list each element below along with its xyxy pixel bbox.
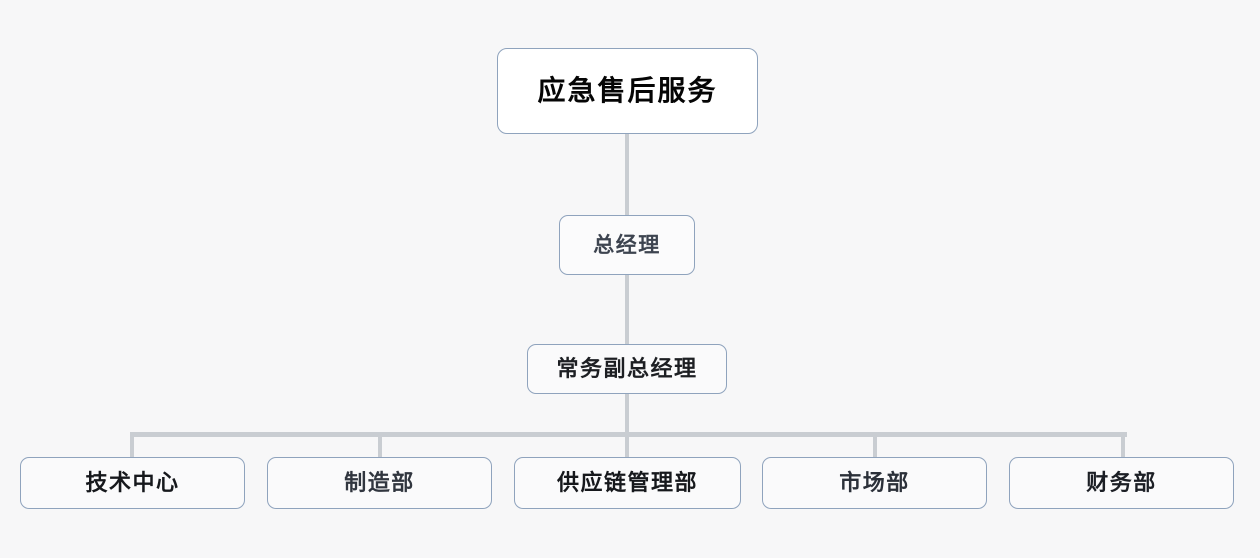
node-root-label: 应急售后服务 [537, 75, 718, 106]
connector-gm-to-dgm [625, 275, 629, 344]
node-department-technology-center-label: 技术中心 [85, 470, 180, 495]
connector-root-to-gm [625, 134, 629, 215]
node-root-emergency-after-sales-service[interactable]: 应急售后服务 [497, 48, 758, 134]
node-executive-deputy-general-manager-label: 常务副总经理 [556, 356, 698, 381]
node-executive-deputy-general-manager[interactable]: 常务副总经理 [527, 344, 727, 394]
node-department-manufacturing[interactable]: 制造部 [267, 457, 492, 509]
connector-sibling-bar [130, 432, 1127, 437]
node-department-supply-chain-management[interactable]: 供应链管理部 [514, 457, 741, 509]
node-department-marketing[interactable]: 市场部 [762, 457, 987, 509]
connector-dgm-trunk [625, 394, 629, 457]
connector-drop-dept-manufacturing [378, 432, 382, 457]
connector-drop-dept-marketing [873, 432, 877, 457]
node-department-marketing-label: 市场部 [839, 470, 910, 495]
node-general-manager[interactable]: 总经理 [559, 215, 695, 275]
node-department-finance[interactable]: 财务部 [1009, 457, 1234, 509]
connector-drop-dept-tech [130, 432, 134, 457]
node-department-technology-center[interactable]: 技术中心 [20, 457, 245, 509]
connector-drop-dept-finance [1121, 432, 1125, 457]
node-department-finance-label: 财务部 [1086, 470, 1157, 495]
node-department-manufacturing-label: 制造部 [344, 470, 415, 495]
node-department-supply-chain-management-label: 供应链管理部 [556, 470, 698, 495]
node-general-manager-label: 总经理 [593, 233, 661, 257]
